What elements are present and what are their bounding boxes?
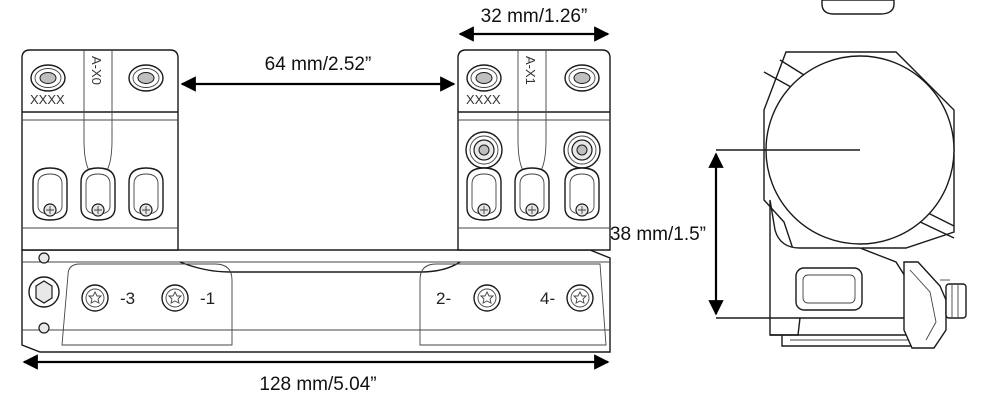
recoil-slot (795, 267, 863, 311)
right-ring-marking: A-X1 (523, 56, 538, 85)
right-ring: XXXX A-X1 (457, 49, 611, 251)
base-screw-icon (81, 284, 109, 312)
total-length-dimension: 128 mm/5.04” (22, 354, 610, 395)
ring-spacing-label: 64 mm/2.52” (265, 54, 372, 75)
screw-label-4: 4- (540, 289, 555, 308)
clamp-screw-icon (564, 167, 600, 221)
clamp-screw-icon (466, 167, 502, 221)
left-ring: XXXX A-X0 (21, 49, 179, 251)
ring-screw-icon (466, 64, 502, 92)
clamp-screw-icon (128, 167, 164, 221)
base-screw-icon (161, 284, 189, 312)
tube-diameter-dimension: 38 mm/1.5” (610, 149, 860, 319)
base-recess (179, 261, 461, 273)
left-ring-marking: A-X0 (89, 56, 104, 85)
ring-width-label: 32 mm/1.26” (481, 6, 588, 27)
right-ring-code: XXXX (466, 92, 501, 107)
tube-diameter-label: 38 mm/1.5” (610, 224, 706, 245)
screw-label-2: 2- (436, 289, 451, 308)
left-ring-code: XXXX (30, 92, 65, 107)
clamp-screw-icon (80, 167, 116, 221)
ring-spacing-dimension: 64 mm/2.52” (180, 54, 456, 92)
base-screw-icon (473, 284, 501, 312)
ring-front-view: 38 mm/1.5” (610, 0, 967, 349)
screw-label-1: -1 (200, 289, 215, 308)
ring-width-dimension: 32 mm/1.26” (458, 6, 610, 42)
mount-base (21, 249, 611, 353)
clamp-screw-icon (32, 167, 68, 221)
screw-label-3: -3 (120, 289, 135, 308)
clamp-knob-icon (903, 261, 967, 349)
total-length-label: 128 mm/5.04” (259, 374, 376, 395)
clamp-screw-icon (514, 167, 550, 221)
cross-bolt-icon (563, 131, 601, 169)
ring-screw-icon (128, 64, 164, 92)
ring-screw-icon (564, 64, 600, 92)
cross-bolt-icon (465, 131, 503, 169)
accessory-edge (821, 0, 895, 15)
ring-screw-icon (30, 64, 66, 92)
base-screw-icon (566, 284, 594, 312)
mount-side-view: -3 -1 2- 4- XXXX A-X0 (21, 6, 611, 395)
hex-bolt-icon (28, 252, 60, 334)
